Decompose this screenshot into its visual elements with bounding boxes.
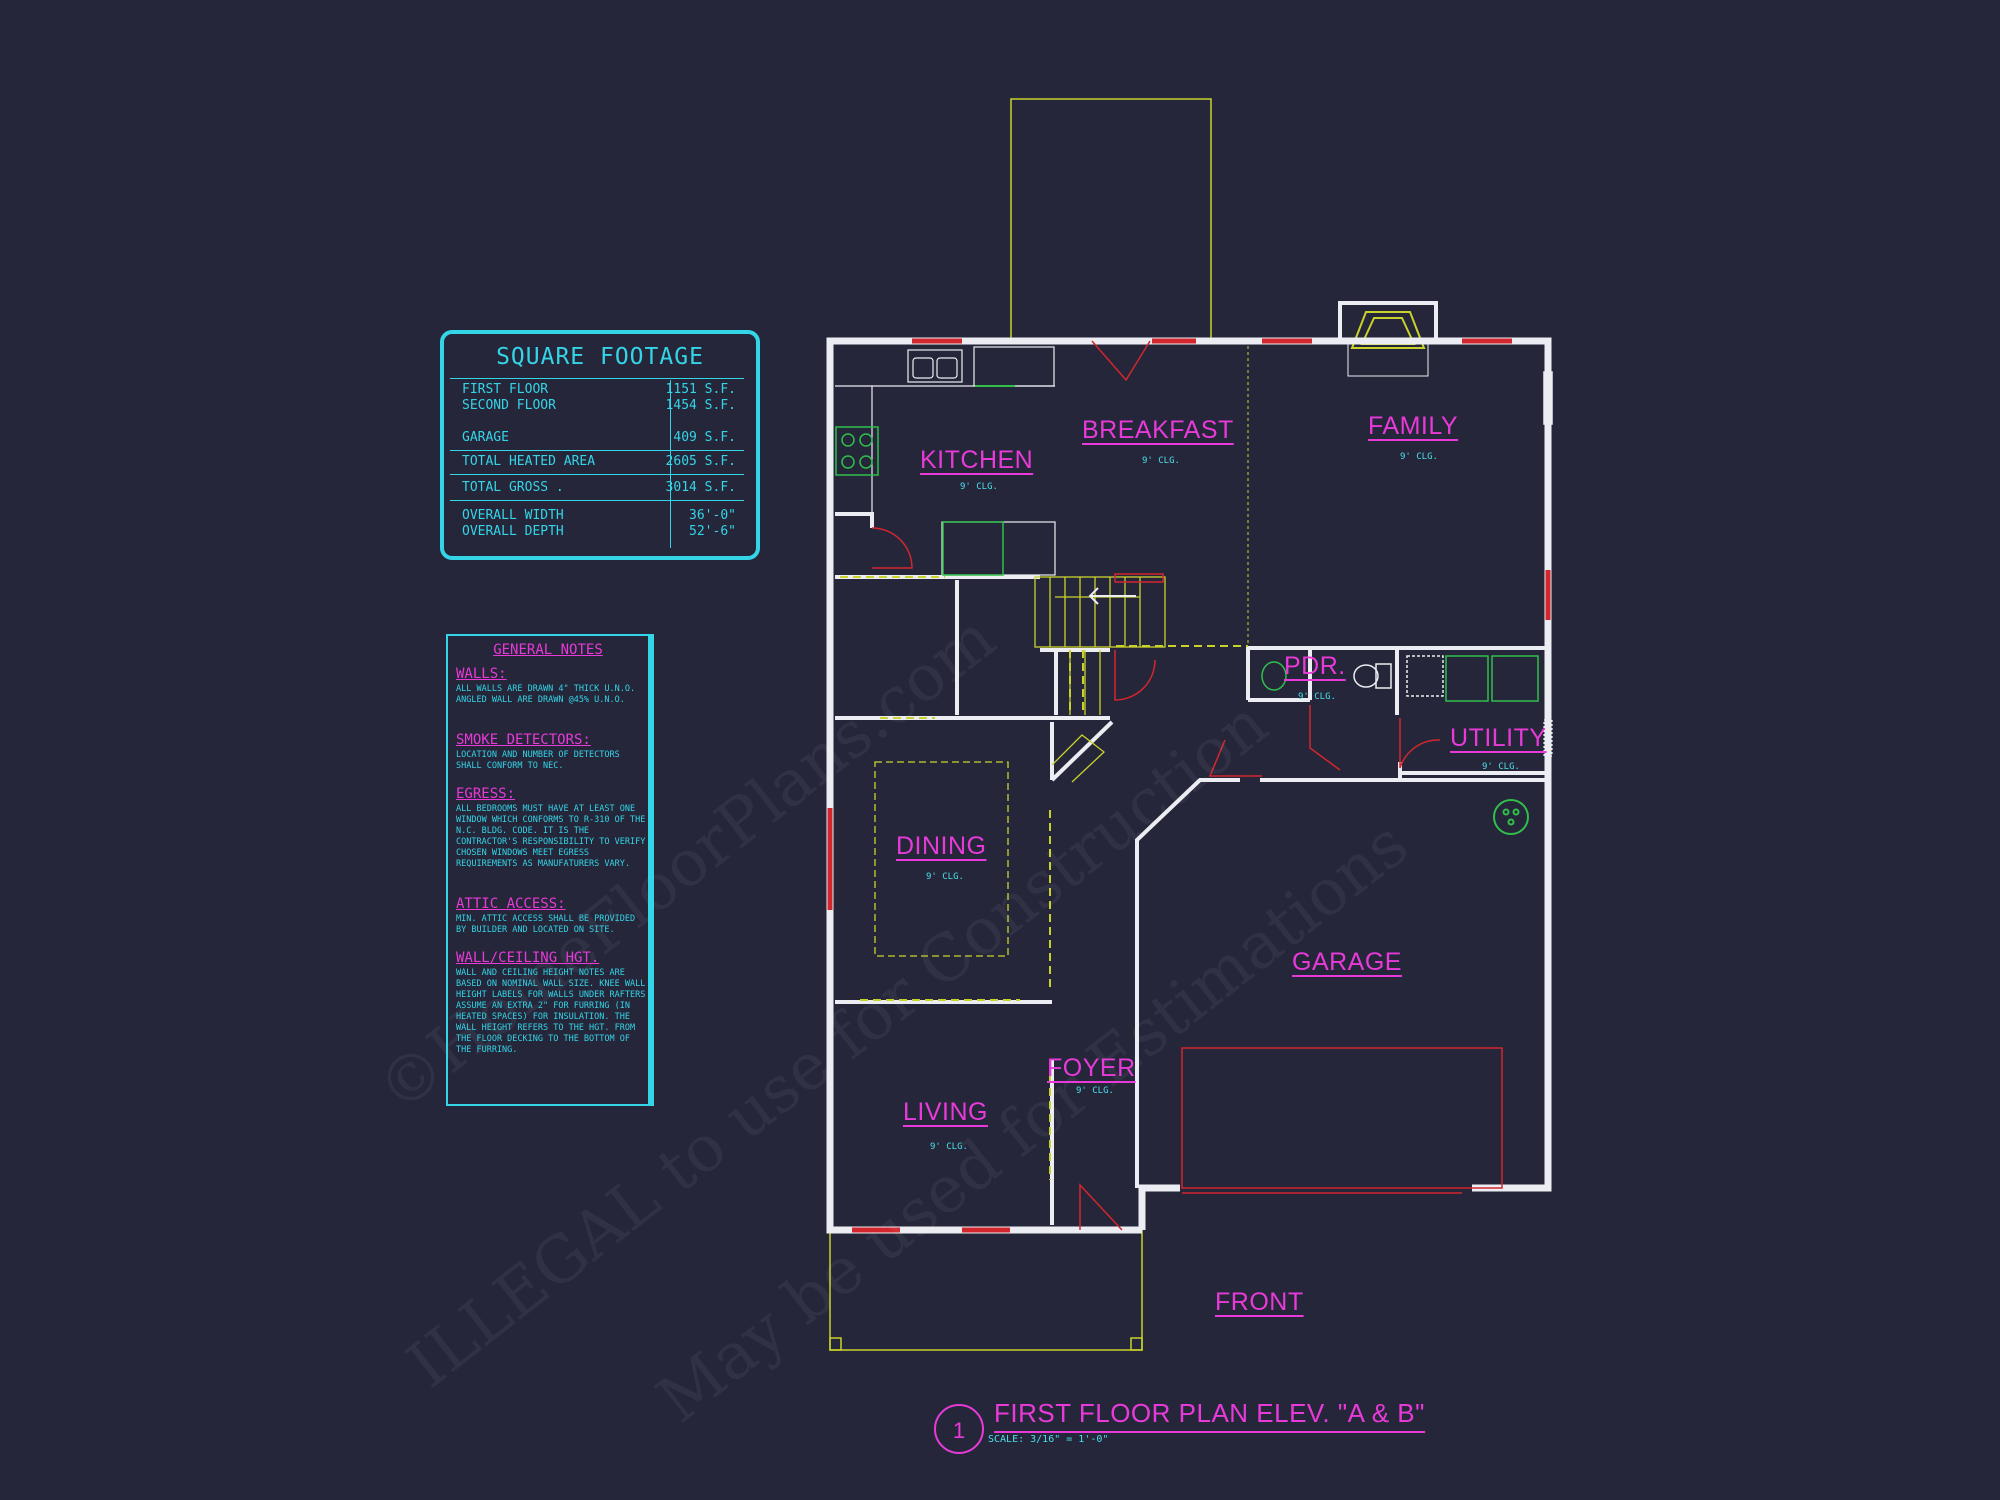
front-porch-outline	[829, 1230, 1143, 1351]
utility-exterior-door	[1543, 719, 1553, 757]
garage-door	[1181, 1047, 1503, 1194]
notes-heading-wall-ceiling-hgt: WALL/CEILING HGT.	[456, 950, 600, 966]
stair-arrow-icon	[1088, 587, 1136, 605]
drawing-scale: SCALE: 3/16" = 1'-0"	[988, 1434, 1109, 1445]
sqft-label-second-floor: SECOND FLOOR	[462, 398, 556, 413]
room-label-garage: GARAGE	[1292, 948, 1402, 976]
sqft-value-garage: 409 S.F.	[673, 430, 736, 445]
interior-walls	[835, 512, 1545, 1225]
ceiling-note-pdr: 9' CLG.	[1298, 692, 1336, 702]
room-label-dining: DINING	[896, 832, 987, 860]
sqft-label-overall-depth: OVERALL DEPTH	[462, 524, 564, 539]
sqft-value-total-heated: 2605 S.F.	[665, 454, 736, 469]
door-swings	[871, 340, 1441, 1231]
notes-text-attic-access: MIN. ATTIC ACCESS SHALL BE PROVIDED BY B…	[456, 914, 636, 935]
dashed-headers	[840, 576, 1248, 1180]
room-label-kitchen: KITCHEN	[920, 446, 1034, 474]
refrigerator	[942, 521, 1004, 576]
notes-text-walls: ALL WALLS ARE DRAWN 4" THICK U.N.O. ANGL…	[456, 684, 636, 705]
drawing-number-circle: 1	[934, 1404, 984, 1454]
notes-heading-smoke-detectors: SMOKE DETECTORS:	[456, 732, 591, 748]
ceiling-note-kitchen: 9' CLG.	[960, 482, 998, 492]
sliding-door-breakfast	[1114, 573, 1164, 583]
powder-fixtures	[1261, 661, 1392, 691]
ceiling-note-breakfast: 9' CLG.	[1142, 456, 1180, 466]
notes-text-egress: ALL BEDROOMS MUST HAVE AT LEAST ONE WIND…	[456, 804, 646, 869]
ceiling-note-family: 9' CLG.	[1400, 452, 1438, 462]
room-label-living: LIVING	[903, 1098, 988, 1126]
notes-heading-egress: EGRESS:	[456, 786, 516, 802]
general-notes-title: GENERAL NOTES	[493, 642, 603, 658]
sqft-label-overall-width: OVERALL WIDTH	[462, 508, 564, 523]
notes-heading-walls: WALLS:	[456, 666, 507, 682]
square-footage-table: SQUARE FOOTAGE FIRST FLOOR 1151 S.F. SEC…	[440, 330, 760, 560]
ceiling-note-dining: 9' CLG.	[926, 872, 964, 882]
room-label-foyer: FOYER	[1047, 1054, 1136, 1082]
fireplace	[1338, 301, 1438, 341]
sqft-value-overall-depth: 52'-6"	[689, 524, 736, 539]
water-heater	[1493, 799, 1529, 835]
label-front: FRONT	[1215, 1288, 1304, 1316]
general-notes-panel: GENERAL NOTES WALLS: ALL WALLS ARE DRAWN…	[446, 634, 650, 1106]
hearth	[1347, 340, 1429, 377]
sqft-value-second-floor: 1454 S.F.	[665, 398, 736, 413]
sqft-label-garage: GARAGE	[462, 430, 509, 445]
kitchen-sink	[907, 349, 963, 383]
ceiling-note-living: 9' CLG.	[930, 1142, 968, 1152]
sqft-value-total-gross: 3014 S.F.	[665, 480, 736, 495]
dining-tray	[874, 761, 1009, 957]
washer-dryer	[1406, 655, 1539, 702]
rear-patio-outline	[1010, 98, 1212, 342]
ceiling-note-utility: 9' CLG.	[1482, 762, 1520, 772]
sqft-value-overall-width: 36'-0"	[689, 508, 736, 523]
room-label-family: FAMILY	[1368, 412, 1459, 440]
windows	[827, 338, 1551, 1233]
window-right-sidelights	[1543, 371, 1553, 425]
sqft-label-first-floor: FIRST FLOOR	[462, 382, 549, 397]
sqft-label-total-gross: TOTAL GROSS .	[462, 480, 564, 495]
notes-heading-attic-access: ATTIC ACCESS:	[456, 896, 566, 912]
room-label-pdr: PDR.	[1284, 652, 1346, 680]
sqft-label-total-heated: TOTAL HEATED AREA	[462, 454, 596, 469]
room-label-utility: UTILITY	[1450, 724, 1547, 752]
sqft-value-first-floor: 1151 S.F.	[665, 382, 736, 397]
ceiling-note-foyer: 9' CLG.	[1076, 1086, 1114, 1096]
square-footage-title: SQUARE FOOTAGE	[496, 344, 704, 370]
notes-text-wall-ceiling-hgt: WALL AND CEILING HEIGHT NOTES ARE BASED …	[456, 968, 646, 1055]
drawing-title: FIRST FLOOR PLAN ELEV. "A & B"	[994, 1398, 1425, 1433]
range-cooktop	[835, 426, 879, 476]
notes-text-smoke-detectors: LOCATION AND NUMBER OF DETECTORS SHALL C…	[456, 750, 620, 771]
room-label-breakfast: BREAKFAST	[1082, 416, 1234, 444]
